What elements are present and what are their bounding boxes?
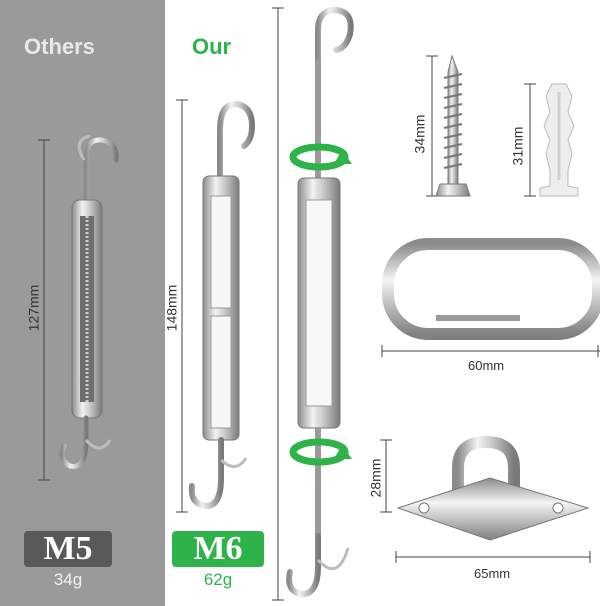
- eye-plate: [380, 435, 591, 563]
- anchor-length-label: 31mm: [509, 126, 526, 166]
- eye-plate-width-label: 65mm: [474, 566, 511, 581]
- m6-weight: 62g: [203, 570, 233, 589]
- wall-anchor: [524, 83, 579, 197]
- m5-turnbuckle: [38, 134, 119, 481]
- m6-badge: M6: [172, 531, 264, 567]
- m5-length-label: 127mm: [25, 284, 42, 332]
- wood-screw: [426, 54, 471, 197]
- m5-badge: M5: [24, 531, 112, 567]
- carabiner-length-label: 60mm: [468, 358, 505, 373]
- m6-turnbuckle-extended: [272, 6, 354, 601]
- m6-turnbuckle: [176, 99, 256, 513]
- m5-weight: 34g: [53, 570, 83, 589]
- others-heading: Others: [24, 34, 95, 59]
- carabiner: [381, 238, 600, 357]
- eye-plate-height-label: 28mm: [367, 458, 384, 498]
- m6-length-label: 148mm: [163, 284, 180, 332]
- our-heading: Our: [192, 34, 232, 59]
- screw-length-label: 34mm: [411, 114, 428, 154]
